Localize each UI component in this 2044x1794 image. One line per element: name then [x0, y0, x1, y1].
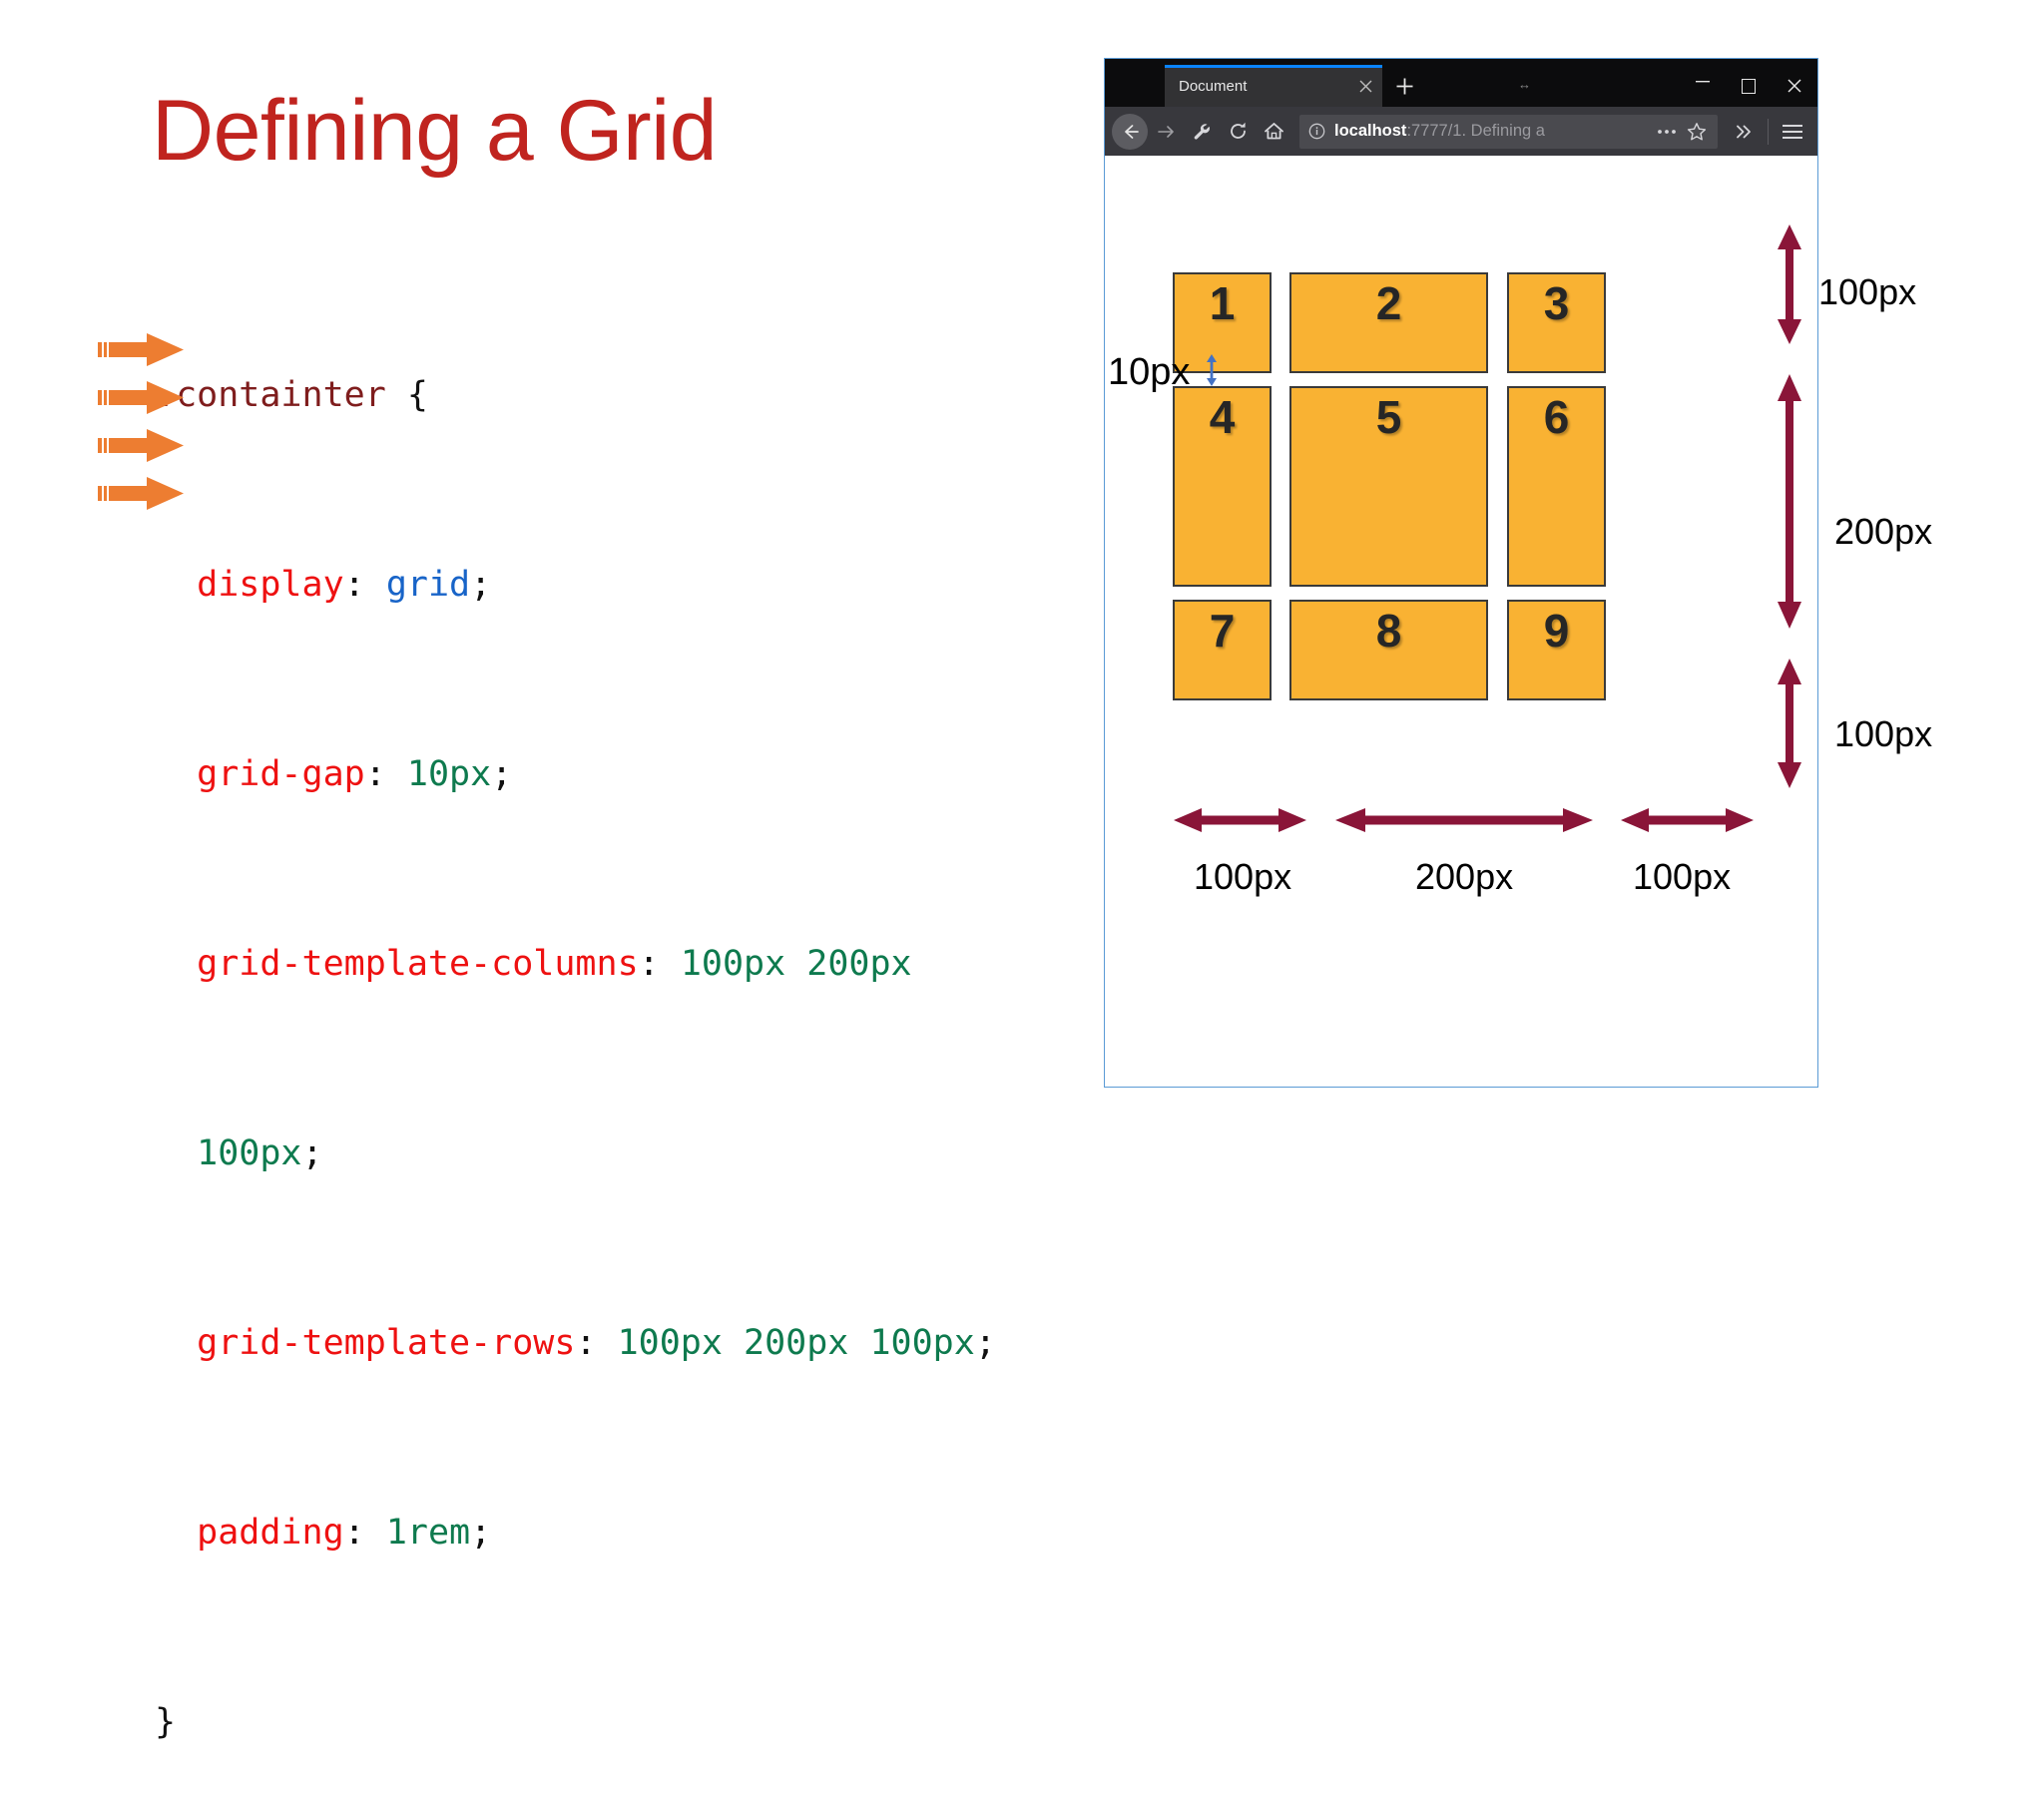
forward-arrow-icon[interactable] — [1148, 114, 1184, 150]
browser-window: Document ↔ — [1104, 58, 1818, 1088]
reload-icon[interactable] — [1220, 114, 1256, 150]
code-token-prop-display: display — [197, 565, 344, 605]
code-line-grid-gap: grid-gap: 10px; — [155, 751, 996, 799]
grid-cell-label: 3 — [1543, 277, 1570, 329]
code-token-prop-padding: padding — [197, 1513, 344, 1553]
code-token-brace-open: { — [385, 375, 428, 415]
ellipsis-icon[interactable] — [1652, 117, 1682, 147]
code-token-val-10px: 10px — [406, 754, 492, 794]
grid-cell-label: 9 — [1543, 605, 1570, 657]
tab-strip: Document — [1105, 59, 1426, 107]
hamburger-menu-icon[interactable] — [1775, 114, 1810, 150]
code-token-val-1rem: 1rem — [385, 1513, 471, 1553]
code-token-semicolon: ; — [470, 1513, 492, 1553]
grid-cell-label: 4 — [1209, 391, 1236, 443]
code-line-selector: .containter { — [155, 372, 996, 420]
url-bar[interactable]: localhost:7777/1. Defining a — [1299, 114, 1718, 149]
grid-cell-4: 4 — [1173, 386, 1272, 587]
grid-cell-label: 2 — [1375, 277, 1402, 329]
code-token-prop-grid-gap: grid-gap — [197, 754, 365, 794]
url-path: :7777/1. Defining a — [1406, 122, 1545, 140]
titlebar-drag-area: ↔ — [1426, 65, 1680, 107]
code-token-brace-close: } — [155, 1702, 177, 1742]
code-line-padding: padding: 1rem; — [155, 1510, 996, 1558]
code-token-colon: : — [343, 1513, 386, 1553]
urlbar-actions — [1652, 117, 1712, 147]
chevron-double-right-icon[interactable] — [1726, 114, 1762, 150]
code-line-grid-template-rows: grid-template-rows: 100px 200px 100px; — [155, 1320, 996, 1368]
grid-cell-5: 5 — [1289, 386, 1488, 587]
code-line-brace-close: } — [155, 1699, 996, 1747]
grid-cell-3: 3 — [1507, 272, 1606, 373]
code-token-val-cols-a: 100px 200px — [680, 944, 912, 984]
grid-cell-8: 8 — [1289, 600, 1488, 700]
info-circle-icon[interactable] — [1308, 123, 1325, 140]
code-token-selector: .containter — [155, 375, 386, 415]
grid-cell-label: 8 — [1375, 605, 1402, 657]
code-token-val-cols-b: 100px — [197, 1133, 302, 1173]
code-token-colon: : — [364, 754, 407, 794]
new-tab-button[interactable] — [1382, 65, 1426, 107]
code-line-grid-template-columns-wrap: 100px; — [155, 1130, 996, 1178]
column-dimension-label-1: 100px — [1194, 856, 1292, 897]
star-icon[interactable] — [1682, 117, 1712, 147]
url-host: localhost — [1334, 122, 1407, 140]
grid-cell-label: 5 — [1375, 391, 1402, 443]
close-icon[interactable] — [1352, 73, 1378, 99]
gap-dimension-label: 10px — [1108, 351, 1191, 393]
resize-hint-icon: ↔ — [1518, 77, 1531, 92]
maximize-icon — [1742, 78, 1756, 94]
code-token-colon: : — [638, 944, 681, 984]
column-dimension-label-2: 200px — [1415, 856, 1514, 897]
tab-title: Document — [1179, 77, 1248, 95]
maximize-button[interactable] — [1726, 65, 1772, 107]
home-icon[interactable] — [1256, 114, 1291, 150]
code-token-semicolon: ; — [974, 1323, 996, 1363]
back-arrow-icon[interactable] — [1112, 113, 1148, 150]
code-token-colon: : — [343, 565, 386, 605]
close-window-button[interactable] — [1772, 65, 1817, 107]
code-token-prop-grid-template-columns: grid-template-columns — [197, 944, 639, 984]
page-content: 1 2 3 4 5 6 7 8 9 — [1105, 156, 1817, 1087]
page-title: Defining a Grid — [152, 83, 718, 179]
grid-cell-6: 6 — [1507, 386, 1606, 587]
grid-cell-label: 6 — [1543, 391, 1570, 443]
code-token-val-rows: 100px 200px 100px — [617, 1323, 975, 1363]
code-line-display: display: grid; — [155, 562, 996, 610]
tab-document[interactable]: Document — [1165, 65, 1382, 107]
grid-cell-7: 7 — [1173, 600, 1272, 700]
code-token-semicolon: ; — [491, 754, 513, 794]
row-dimension-label-3: 100px — [1834, 713, 1933, 754]
column-dimension-label-3: 100px — [1633, 856, 1732, 897]
grid-cell-9: 9 — [1507, 600, 1606, 700]
code-token-prop-grid-template-rows: grid-template-rows — [197, 1323, 576, 1363]
code-line-grid-template-columns: grid-template-columns: 100px 200px — [155, 941, 996, 989]
code-token-val-grid: grid — [385, 565, 471, 605]
url-text: localhost:7777/1. Defining a — [1334, 122, 1652, 141]
toolbar-right-actions — [1726, 114, 1810, 150]
navigation-toolbar: localhost:7777/1. Defining a — [1105, 107, 1817, 156]
wrench-icon[interactable] — [1184, 114, 1220, 150]
grid-cell-2: 2 — [1289, 272, 1488, 373]
code-token-semicolon: ; — [470, 565, 492, 605]
row-dimension-label-1: 100px — [1818, 271, 1917, 312]
code-token-colon: : — [575, 1323, 618, 1363]
gap-dimension-arrow — [1203, 354, 1221, 391]
grid-cell-label: 7 — [1209, 605, 1236, 657]
grid-cell-1: 1 — [1173, 272, 1272, 373]
css-code-block: .containter { display: grid; grid-gap: 1… — [155, 277, 996, 1794]
toolbar-divider — [1768, 118, 1769, 145]
grid-cell-label: 1 — [1209, 277, 1236, 329]
minimize-button[interactable] — [1680, 61, 1726, 111]
code-token-semicolon: ; — [301, 1133, 323, 1173]
window-controls — [1680, 65, 1817, 107]
row-dimension-label-2: 200px — [1834, 511, 1933, 552]
browser-titlebar: Document ↔ — [1105, 59, 1817, 107]
